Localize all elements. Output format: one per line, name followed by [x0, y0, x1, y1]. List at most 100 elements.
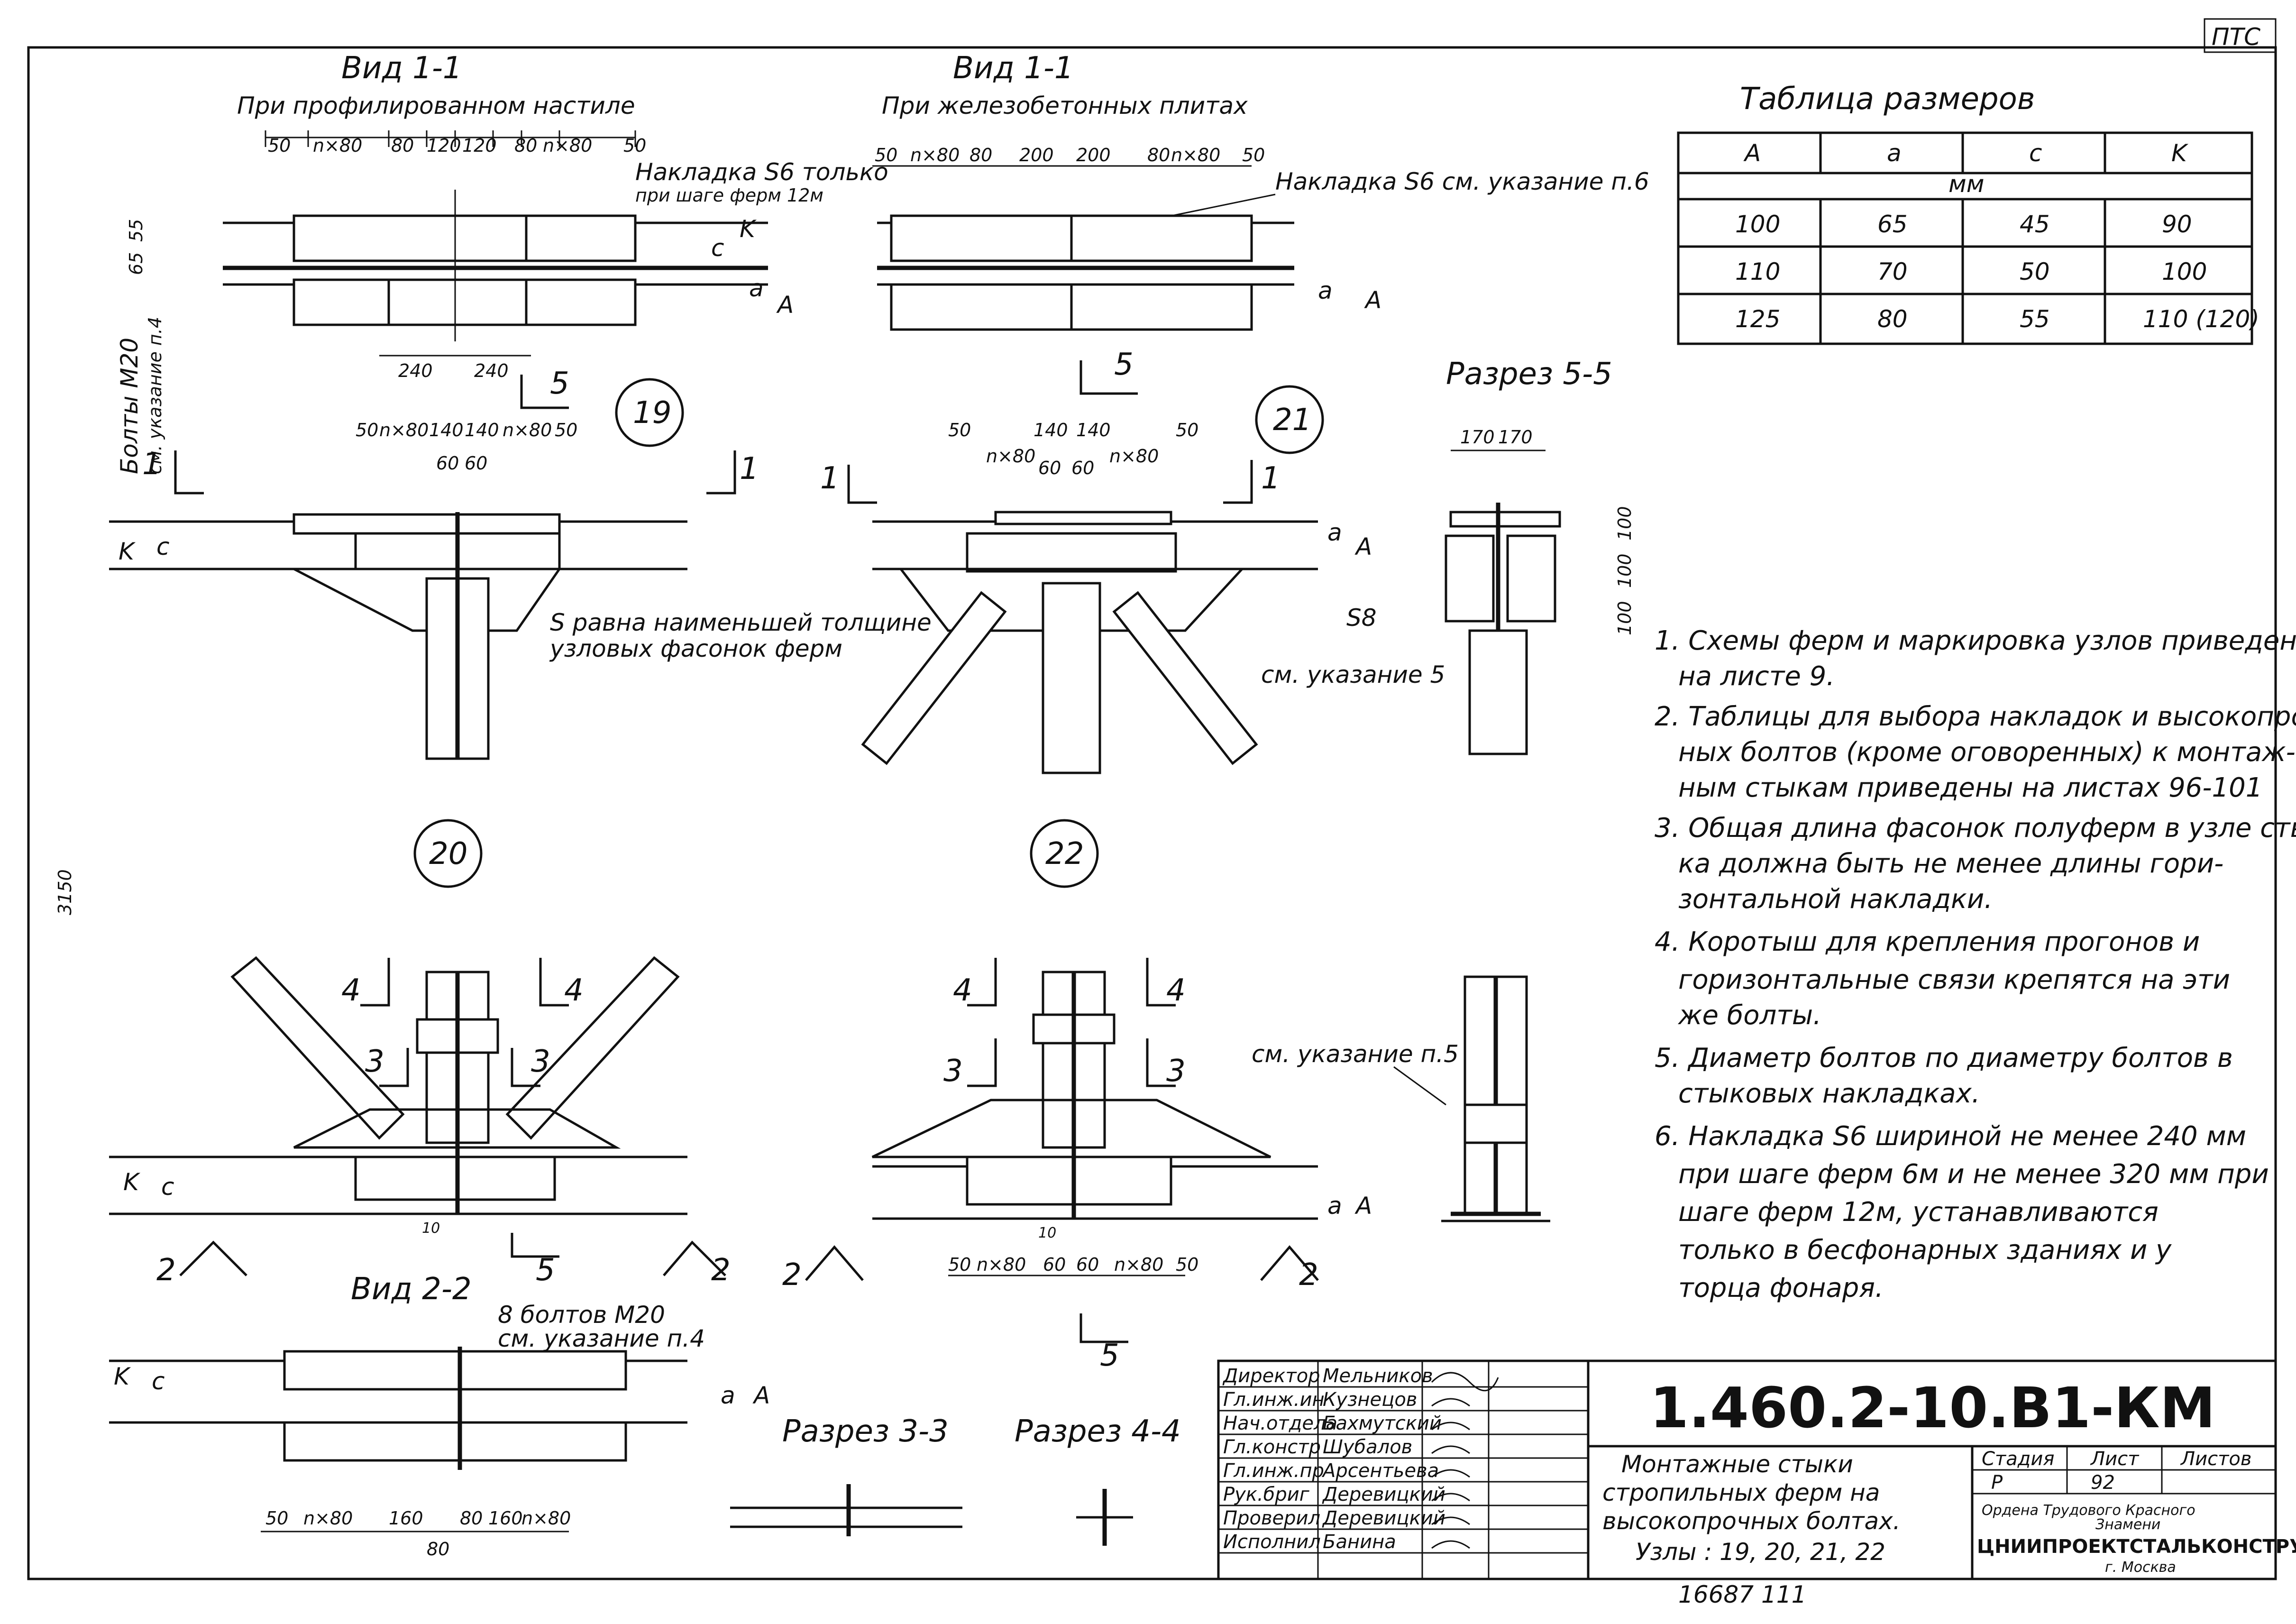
cut-1-21a: 1 [820, 461, 840, 496]
role-5: Гл.инж.пр [1223, 1460, 1324, 1482]
v22-d5: 160 [488, 1508, 523, 1529]
letter-A-22: A [1354, 1192, 1372, 1220]
section-3-3-drawing: Разрез 3-3 [730, 1414, 962, 1536]
size-table: Таблица размеров A a c K мм 100 65 45 90… [1677, 82, 2259, 345]
v22-d4: 80 [460, 1508, 483, 1529]
letter-A-b: A [1364, 286, 1381, 314]
dim-a-6: 80 [514, 135, 537, 156]
n21-b1: n×80 [986, 446, 1035, 467]
org-3: ЦНИИПРОЕКТСТАЛЬКОНСТРУКЦИЯ [1977, 1536, 2296, 1558]
n19-d6: 50 [555, 420, 577, 440]
name-1: Мельников [1323, 1365, 1433, 1387]
r1-A: 100 [1735, 211, 1780, 238]
ten-22: 10 [1038, 1225, 1056, 1241]
letter-c-19: c [156, 533, 170, 560]
note-line-8: зонтальной накладки. [1678, 884, 1993, 915]
view-1-1-a-drawing: 50 n×80 80 120 120 80 n×80 50 Накладка S… [223, 130, 888, 409]
node-22-drawing: 22 4 4 3 3 a A 10 50 n×80 60 60 n×80 50 … [782, 819, 1372, 1373]
side-55: 55 [126, 219, 146, 242]
name-4: Шубалов [1323, 1436, 1412, 1458]
r2-K: 100 [2162, 258, 2207, 285]
letter-a-22: a [1327, 1192, 1342, 1220]
th-c: c [2029, 139, 2042, 167]
note-line-14: 6. Накладка S6 шириной не менее 240 мм [1655, 1121, 2246, 1152]
v22-d2: n×80 [303, 1508, 353, 1529]
role-1: Директор [1222, 1365, 1320, 1387]
node-22-label: 22 [1045, 836, 1084, 872]
role-8: Исполнил [1223, 1531, 1321, 1553]
s-equal-2: узловых фасонок ферм [549, 635, 842, 662]
letter-a-21: a [1327, 519, 1342, 546]
size-table-title: Таблица размеров [1740, 82, 2035, 117]
node-19-label: 19 [633, 395, 671, 431]
note-line-2: на листе 9. [1678, 661, 1835, 692]
r2-a: 70 [1877, 258, 1908, 285]
desc-3: высокопрочных болтах. [1602, 1507, 1901, 1535]
cut-4-20b: 4 [564, 973, 584, 1008]
cut-5-a: 5 [550, 366, 569, 401]
org-4: г. Москва [2105, 1559, 2176, 1576]
cut-3-22b: 3 [1166, 1054, 1186, 1089]
section-5-5-title: Разрез 5-5 [1446, 357, 1612, 392]
th-a: a [1887, 139, 1902, 167]
v22-80: 80 [427, 1539, 449, 1560]
section-4-4-title: Разрез 4-4 [1015, 1414, 1181, 1449]
side-number: 3150 [55, 869, 75, 915]
note-line-16: шаге ферм 12м, устанавливаются [1678, 1197, 2159, 1228]
role-4: Гл.констр [1223, 1436, 1321, 1458]
nakladka-b: Накладка S6 см. указание п.6 [1275, 168, 1649, 195]
view-1-1-a-title: Вид 1-1 [341, 51, 462, 86]
letter-a-a: a [749, 275, 764, 302]
letter-K-20: K [123, 1168, 141, 1196]
title-block: Директор Гл.инж.ин Нач.отдела Гл.констр … [1217, 1359, 2296, 1580]
desc-4: Узлы : 19, 20, 21, 22 [1636, 1538, 1885, 1566]
node-21-label: 21 [1273, 403, 1311, 438]
org-2: Знамени [2095, 1516, 2160, 1533]
letter-K-a: K [740, 215, 757, 243]
name-6: Деревицкий [1322, 1484, 1445, 1505]
letter-A-a: A [776, 291, 794, 319]
n19-d2: n×80 [379, 420, 429, 440]
drawing-code: 1.460.2-10.В1-КМ [1650, 1375, 2215, 1440]
n19-d3: 140 [429, 420, 464, 440]
sheet-value: 92 [2091, 1472, 2115, 1494]
role-6: Рук.бриг [1223, 1484, 1310, 1505]
s8-label: S8 [1346, 604, 1377, 632]
name-7: Деревицкий [1322, 1507, 1445, 1529]
section-4-4-drawing: Разрез 4-4 [1015, 1414, 1181, 1546]
bottom-code: 16687 111 [1678, 1581, 1806, 1608]
cut-2-20a: 2 [156, 1253, 176, 1288]
n19-d5: n×80 [503, 420, 552, 440]
letter-a-b: a [1318, 277, 1333, 304]
n21-d2: 140 [1034, 420, 1068, 440]
dim-a-8: 50 [623, 135, 646, 156]
cut-4-22a: 4 [953, 973, 972, 1008]
node-19-drawing: 19 50 n×80 140 140 n×80 50 60 60 K c 1 1… [109, 378, 932, 760]
nakladka-a-1: Накладка S6 только [635, 158, 888, 186]
dim-b-4: 200 [1019, 145, 1054, 165]
section-lower-right-drawing: см. указание п.5 [1252, 975, 1550, 1222]
node-20-drawing: 20 4 4 3 3 K c 10 2 5 2 [109, 819, 731, 1288]
s55-100c: 100 [1614, 601, 1635, 635]
letter-c-20: c [161, 1173, 174, 1201]
dim-b-2: n×80 [910, 145, 960, 165]
section-3-3-title: Разрез 3-3 [782, 1414, 949, 1449]
note-line-4: ных болтов (кроме оговоренных) к монтаж- [1678, 737, 2296, 768]
signature-marks [1431, 1372, 1499, 1549]
note-line-9: 4. Коротыш для крепления прогонов и [1655, 927, 2200, 957]
bolts-m20-side: Болты М20 [116, 338, 143, 474]
cut-2-22a: 2 [782, 1257, 802, 1293]
dim-b-8: 50 [1242, 145, 1265, 165]
n22-d4: 60 [1076, 1254, 1099, 1275]
table-unit: мм [1948, 170, 1984, 198]
note-line-6: 3. Общая длина фасонок полуферм в узле с… [1655, 813, 2296, 844]
sheets-header: Листов [2180, 1448, 2251, 1470]
bolts-see-side: см. указание п.4 [145, 317, 165, 474]
note-line-12: 5. Диаметр болтов по диаметру болтов в [1655, 1043, 2233, 1073]
role-3: Нач.отдела [1223, 1413, 1337, 1434]
n21-b4: n×80 [1109, 446, 1159, 467]
r3-c: 55 [2020, 305, 2050, 333]
view-1-1-b-title: Вид 1-1 [953, 51, 1074, 86]
name-5: Арсентьева [1321, 1460, 1439, 1482]
cut-1-19b: 1 [740, 451, 759, 486]
